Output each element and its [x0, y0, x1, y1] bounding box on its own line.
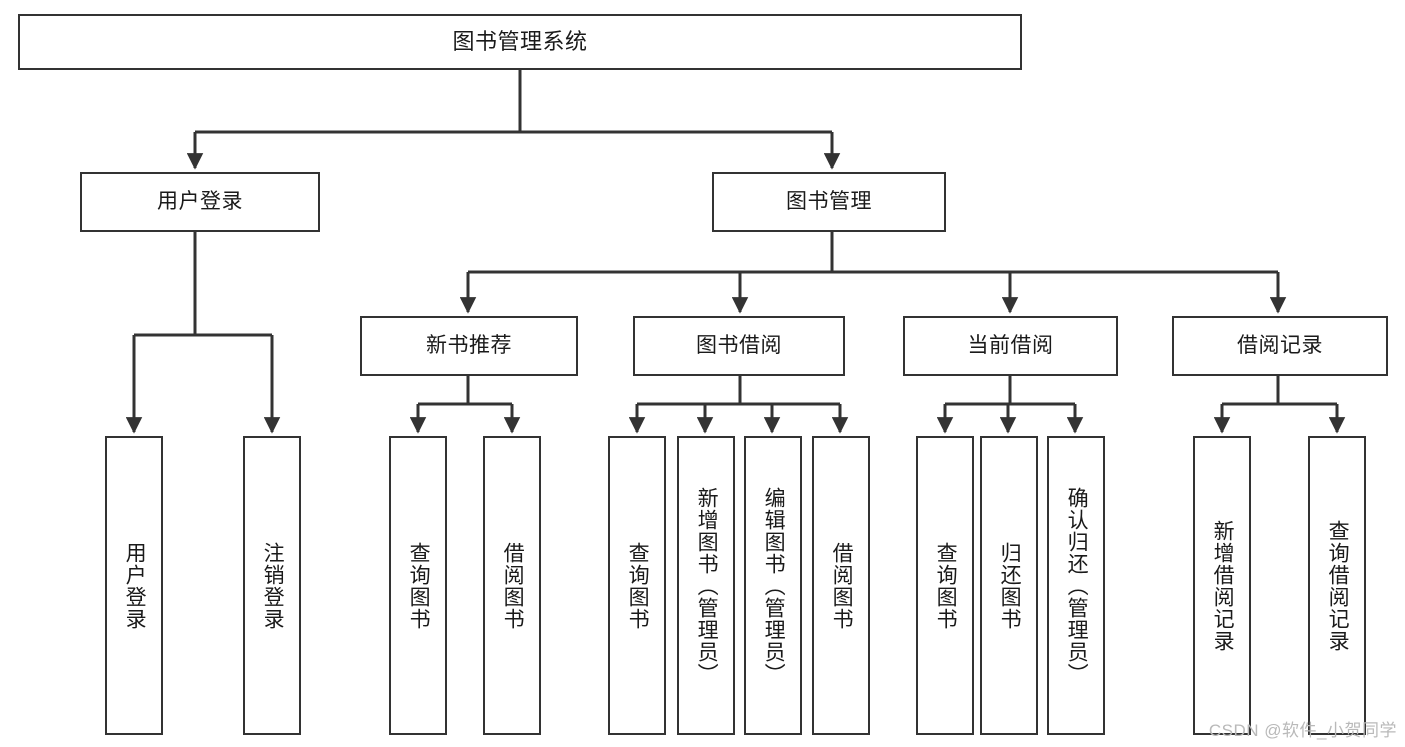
node-label: 图书管理系统: [452, 28, 588, 54]
node-label: 借阅图书: [830, 541, 854, 630]
leaf-add-borrow-record[interactable]: 新增借阅记录: [1193, 436, 1251, 735]
csdn-watermark: CSDN @软件_小贺同学: [1208, 721, 1397, 740]
node-label: 新增借阅记录: [1211, 519, 1235, 652]
node-current-borrow[interactable]: 当前借阅: [903, 316, 1118, 376]
node-label: 用户登录: [157, 190, 243, 214]
node-label: 图书管理: [786, 190, 872, 214]
leaf-borrow-book-recommend[interactable]: 借阅图书: [483, 436, 541, 735]
leaf-edit-book-admin[interactable]: 编辑图书（管理员）: [744, 436, 802, 735]
node-book-management[interactable]: 图书管理: [712, 172, 946, 232]
leaf-logout[interactable]: 注销登录: [243, 436, 301, 735]
node-new-book-recommend[interactable]: 新书推荐: [360, 316, 578, 376]
node-label: 借阅记录: [1237, 334, 1323, 358]
node-label: 新书推荐: [426, 334, 512, 358]
node-book-borrow[interactable]: 图书借阅: [633, 316, 845, 376]
node-label: 注销登录: [261, 541, 285, 630]
leaf-query-book-current[interactable]: 查询图书: [916, 436, 974, 735]
leaf-borrow-book[interactable]: 借阅图书: [812, 436, 870, 735]
node-root-book-management-system[interactable]: 图书管理系统: [18, 14, 1022, 70]
node-label: 编辑图书（管理员）: [762, 486, 786, 685]
node-label: 归还图书: [998, 541, 1022, 630]
leaf-return-book[interactable]: 归还图书: [980, 436, 1038, 735]
leaf-user-login[interactable]: 用户登录: [105, 436, 163, 735]
node-label: 查询图书: [407, 541, 431, 630]
node-label: 当前借阅: [967, 334, 1054, 358]
leaf-query-borrow-record[interactable]: 查询借阅记录: [1308, 436, 1366, 735]
node-label: 查询借阅记录: [1326, 519, 1350, 652]
node-label: 用户登录: [123, 541, 147, 630]
node-label: 新增图书（管理员）: [695, 486, 719, 685]
leaf-add-book-admin[interactable]: 新增图书（管理员）: [677, 436, 735, 735]
node-label: 查询图书: [626, 541, 650, 630]
node-label: 借阅图书: [501, 541, 525, 630]
node-label: 确认归还（管理员）: [1065, 486, 1089, 685]
node-label: 图书借阅: [696, 334, 782, 358]
leaf-query-book-recommend[interactable]: 查询图书: [389, 436, 447, 735]
leaf-confirm-return-admin[interactable]: 确认归还（管理员）: [1047, 436, 1105, 735]
node-label: 查询图书: [934, 541, 958, 630]
leaf-query-book-borrow[interactable]: 查询图书: [608, 436, 666, 735]
node-borrow-record[interactable]: 借阅记录: [1172, 316, 1388, 376]
node-user-login[interactable]: 用户登录: [80, 172, 320, 232]
